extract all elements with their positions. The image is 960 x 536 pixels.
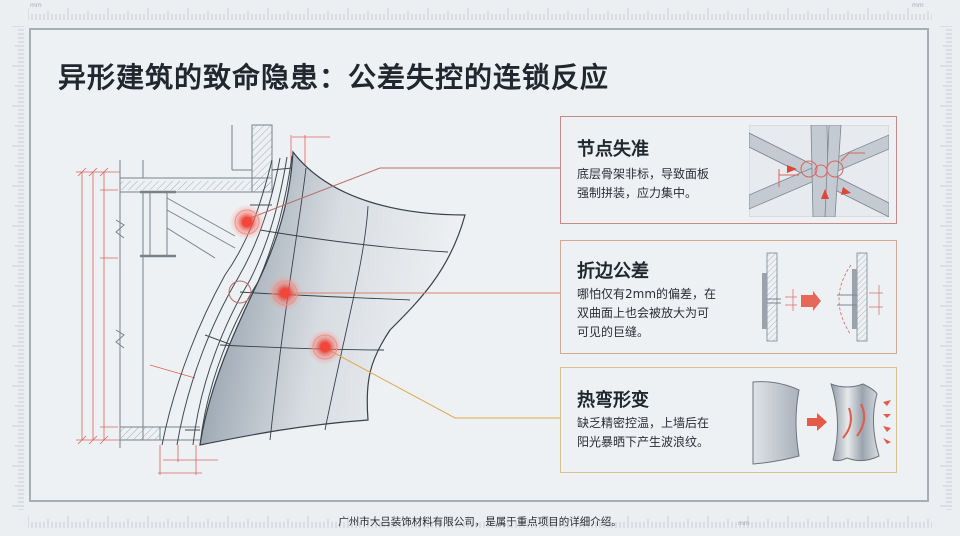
top-ruler-unit: mm (30, 2, 42, 9)
footer-caption: 广州市大吕装饰材料有限公司，是属于重点项目的详细介绍。 (338, 516, 622, 528)
callout-fold-tolerance: 折边公差 哪怕仅有2mm的偏差，在 双曲面上也会被放大为可 可见的巨缝。 (560, 240, 897, 354)
hotspot-lower-panel[interactable] (307, 329, 343, 365)
bottom-ruler-unit: mm (738, 520, 750, 527)
left-ruler (12, 26, 24, 510)
callout-text: 哪怕仅有2mm的偏差，在 双曲面上也会被放大为可 可见的巨缝。 (577, 287, 717, 339)
building-structure (115, 124, 273, 448)
hotspot-upper-joint[interactable] (229, 204, 265, 240)
left-dimension-lines (76, 135, 330, 475)
top-ruler (28, 8, 932, 20)
joint-highlight-circle (228, 280, 252, 304)
panel-grid-lines (219, 167, 449, 441)
callout-text: 底层骨架非标，导致面板 强制拼装，应力集中。 (577, 167, 710, 200)
top-right-ruler-unit: mm (912, 2, 924, 9)
callout-thermal-deformation: 热弯形变 缺乏精密控温，上墙后在 阳光暴晒下产生波浪纹。 (560, 367, 897, 473)
callout-node-misalignment: 节点失准 底层骨架非标，导致面板 强制拼装，应力集中。 (560, 116, 897, 224)
bottom-ruler (28, 516, 932, 528)
hotspot-middle-panel[interactable] (267, 275, 303, 311)
right-ruler (940, 26, 952, 510)
leader-lines (244, 167, 560, 419)
page-title: 异形建筑的致命隐患：公差失控的连锁反应 (58, 61, 610, 94)
panel-warping-icon (752, 381, 891, 465)
panel-gap-section-icon (762, 252, 883, 342)
callout-text: 缺乏精密控温，上墙后在 阳光暴晒下产生波浪纹。 (577, 416, 710, 449)
callout-title: 热弯形变 (577, 390, 649, 411)
steel-frame-joint-icon (749, 125, 889, 217)
double-curved-panel (199, 150, 466, 446)
callout-title: 折边公差 (577, 261, 649, 282)
callout-title: 节点失准 (577, 139, 649, 160)
